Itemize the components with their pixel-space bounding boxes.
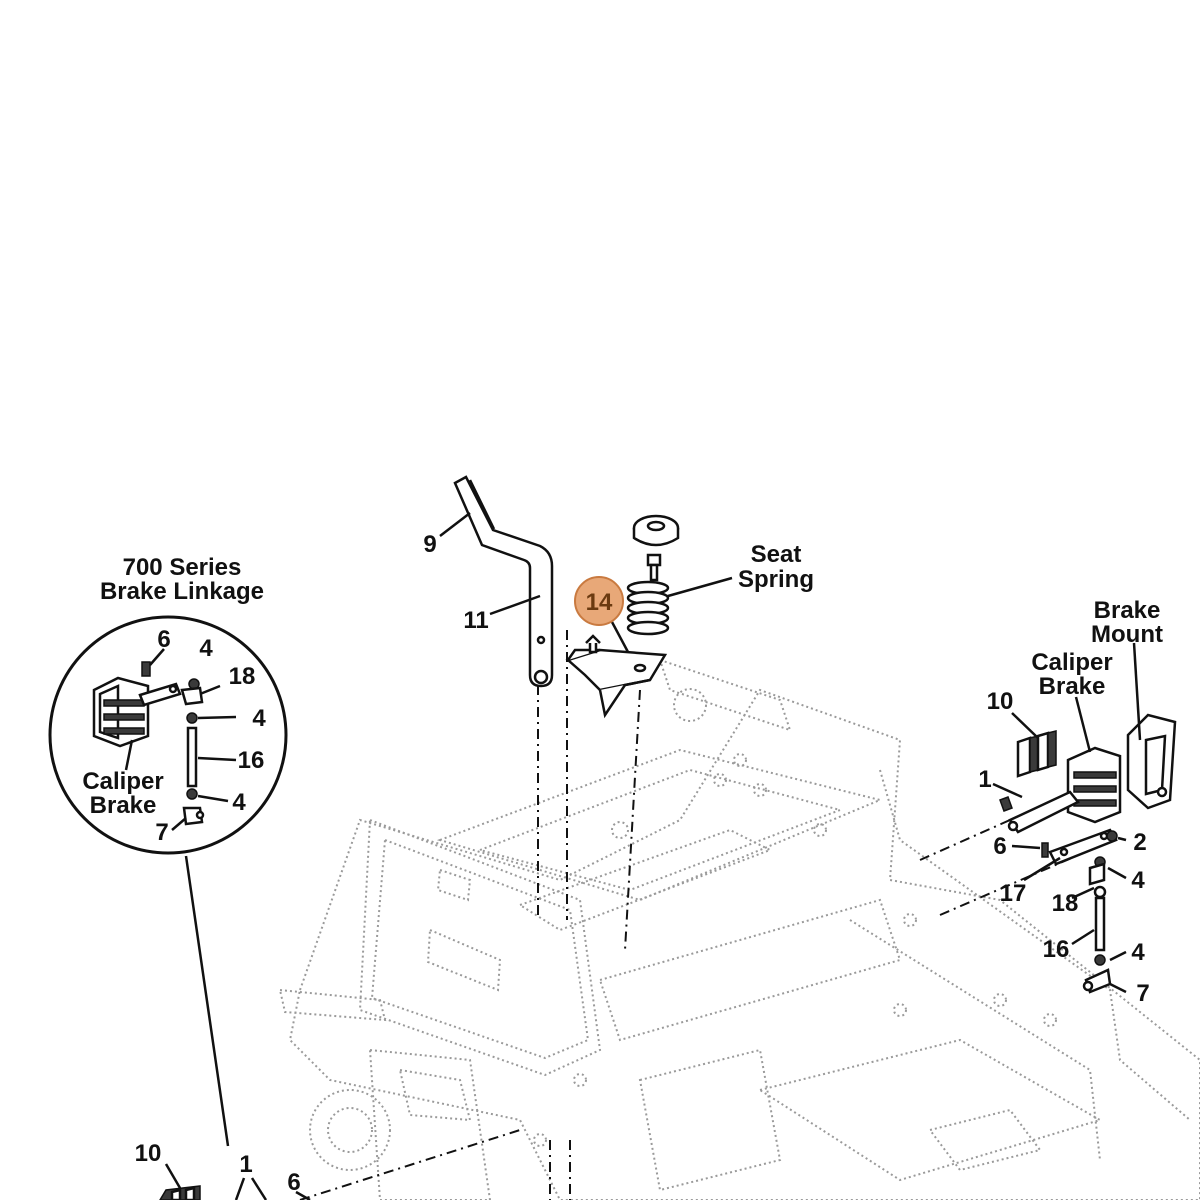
inset-callout-7[interactable]: 7 [155, 819, 168, 846]
callout-11[interactable]: 11 [463, 607, 488, 634]
bottom-left-parts [159, 1185, 201, 1200]
inset-title-line1: 700 Series [123, 554, 242, 581]
inset-leader-line [184, 855, 230, 1147]
inset-labels: 700 Series Brake Linkage 6 4 18 4 16 4 7… [82, 554, 266, 846]
callout-r1[interactable]: 1 [978, 766, 991, 793]
right-brake-assembly [999, 713, 1177, 994]
callout-labels: 9 11 Seat Spring Brake Mount Caliper Bra… [135, 531, 1163, 1196]
callout-r18[interactable]: 18 [1052, 890, 1079, 917]
callout-r17[interactable]: 17 [1000, 880, 1027, 907]
label-brake-mount-line1: Brake [1094, 597, 1161, 624]
callout-r7[interactable]: 7 [1136, 980, 1149, 1007]
label-caliper-brake-right-line1: Caliper [1031, 649, 1112, 676]
inset-callout-4a[interactable]: 4 [199, 635, 213, 662]
inset-callout-6[interactable]: 6 [157, 626, 170, 653]
inset-callout-16[interactable]: 16 [238, 747, 265, 774]
callout-r4a[interactable]: 4 [1131, 867, 1145, 894]
lever-part-11 [453, 475, 554, 688]
callout-r4b[interactable]: 4 [1131, 939, 1145, 966]
seat-spring [626, 514, 680, 636]
callout-r2[interactable]: 2 [1133, 829, 1146, 856]
callout-14-number[interactable]: 14 [586, 589, 613, 616]
callout-r16[interactable]: 16 [1043, 936, 1070, 963]
inset-caliper-brake-line2: Brake [90, 792, 157, 819]
inset-caliper-brake-line1: Caliper [82, 768, 163, 795]
bracket-part-14 [565, 634, 668, 719]
label-seat-spring-line1: Seat [751, 541, 802, 568]
frame-ghost [278, 658, 1200, 1200]
inset-callout-4b[interactable]: 4 [252, 705, 266, 732]
callout-r10[interactable]: 10 [987, 688, 1014, 715]
callout-9[interactable]: 9 [423, 531, 436, 558]
callout-b6[interactable]: 6 [287, 1169, 300, 1196]
callout-b10[interactable]: 10 [135, 1140, 162, 1167]
inset-callout-18[interactable]: 18 [229, 663, 256, 690]
inset-callout-4c[interactable]: 4 [232, 789, 246, 816]
callout-14-highlight[interactable]: 14 [574, 576, 624, 626]
label-seat-spring-line2: Spring [738, 566, 814, 593]
leader-lines [124, 512, 1142, 1200]
label-caliper-brake-right-line2: Brake [1039, 673, 1106, 700]
inset-title-line2: Brake Linkage [100, 578, 264, 605]
inset-brake-linkage [48, 615, 288, 855]
label-brake-mount-line2: Mount [1091, 621, 1163, 648]
callout-b1[interactable]: 1 [239, 1151, 252, 1178]
callout-r6[interactable]: 6 [993, 833, 1006, 860]
